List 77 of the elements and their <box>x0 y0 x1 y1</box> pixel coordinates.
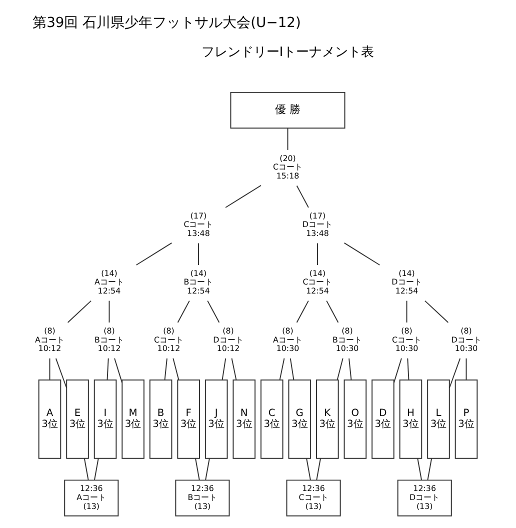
connector <box>84 458 89 480</box>
connector <box>417 458 422 480</box>
connector <box>136 242 172 266</box>
node-box: H 3位 <box>399 380 422 459</box>
connector <box>225 184 262 208</box>
node-box: C 3位 <box>260 380 284 459</box>
node-box: F 3位 <box>177 380 200 459</box>
connector <box>94 458 99 480</box>
node-text: (14) Aコート 12:54 <box>94 268 124 296</box>
connector <box>49 358 50 380</box>
node-text: (8) Cコート 10:12 <box>154 326 184 354</box>
node-text: (14) Bコート 12:54 <box>184 268 214 296</box>
node-text: (8) Aコート 10:30 <box>273 326 302 354</box>
node-text: (17) Dコート 13:48 <box>302 211 333 238</box>
node-box: A 3位 <box>38 380 62 459</box>
node-box: P 3位 <box>454 380 478 459</box>
connector <box>427 458 432 480</box>
node-box: L 3位 <box>427 380 450 459</box>
connector <box>55 358 68 388</box>
connector <box>344 242 380 266</box>
connector <box>448 358 461 388</box>
node-box: 優 勝 <box>230 92 346 129</box>
node-box: O 3位 <box>344 380 367 459</box>
node-text: (20) Cコート 15:18 <box>272 154 303 181</box>
connector <box>195 458 200 480</box>
connector <box>317 242 318 266</box>
connector <box>279 358 285 380</box>
label: フレンドリーⅠトーナメント表 <box>201 45 374 60</box>
connector <box>231 358 237 380</box>
node-text: (17) Cコート 13:48 <box>184 211 214 238</box>
connector <box>424 300 449 323</box>
connector <box>108 300 110 323</box>
node-box: I 3位 <box>94 380 117 459</box>
connector <box>306 458 311 480</box>
node-text: (8) Bコート 10:12 <box>94 326 124 354</box>
diagram-title: 第39回 石川県少年フットサル大会(U−12) <box>32 15 301 32</box>
connector <box>393 358 402 384</box>
connector <box>290 358 294 380</box>
connector <box>336 358 344 380</box>
connector <box>172 358 180 380</box>
node-box: K 3位 <box>316 380 339 459</box>
node-text: (8) Dコート 10:30 <box>451 326 482 354</box>
node-box: N 3位 <box>232 380 256 459</box>
node-box: B 3位 <box>149 380 172 459</box>
node-text: (14) Cコート 12:54 <box>302 268 332 296</box>
node-text: (8) Aコート 10:12 <box>35 326 64 354</box>
connector <box>67 300 92 323</box>
node-box: 12:36 Aコート (13) <box>64 480 119 516</box>
connector <box>296 185 309 208</box>
node-box: 12:36 Dコート (13) <box>397 480 452 516</box>
node-box: M 3位 <box>122 380 144 459</box>
connector <box>207 300 220 323</box>
node-text: (8) Dコート 10:12 <box>213 326 244 354</box>
connector <box>466 358 467 380</box>
node-box: D 3位 <box>372 380 394 459</box>
connector <box>198 242 199 266</box>
node-text: (14) Dコート 12:54 <box>392 268 422 296</box>
connector <box>406 300 408 323</box>
connector <box>164 358 168 380</box>
connector <box>222 358 226 380</box>
connector <box>287 128 288 150</box>
connector <box>407 358 410 380</box>
connector <box>177 300 190 323</box>
node-text: (8) Cコート 10:30 <box>392 326 422 354</box>
node-box: J 3位 <box>204 380 228 459</box>
node-text: (8) Bコート 10:30 <box>332 326 362 354</box>
connector <box>296 300 309 323</box>
node-box: E 3位 <box>66 380 89 459</box>
connector <box>106 358 109 380</box>
connector <box>348 358 352 380</box>
connector <box>326 300 339 323</box>
node-box: 12:36 Cコート (13) <box>286 480 341 516</box>
node-box: G 3位 <box>288 380 312 459</box>
connector <box>114 358 123 384</box>
connector <box>316 458 321 480</box>
node-box: 12:36 Bコート (13) <box>175 480 230 516</box>
connector <box>205 458 210 480</box>
